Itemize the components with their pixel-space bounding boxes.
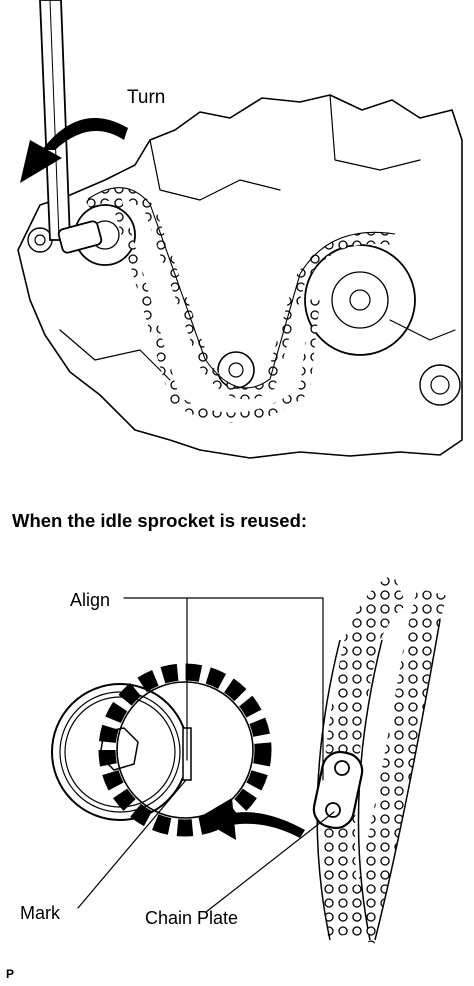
align-arrow-icon — [198, 798, 305, 840]
turn-arrow-icon — [20, 117, 128, 183]
mark-label: Mark — [20, 903, 61, 923]
wrench-icon — [39, 0, 103, 254]
idle-sprocket-illustration — [51, 663, 272, 837]
chain-illustration — [312, 574, 447, 944]
engine-illustration — [17, 94, 463, 459]
turn-label: Turn — [127, 87, 165, 108]
leader-lines — [77, 597, 335, 913]
align-label: Align — [70, 590, 110, 610]
chain-plate-label: Chain Plate — [145, 908, 238, 928]
reuse-condition-heading: When the idle sprocket is reused: — [12, 510, 307, 531]
figure-code: P — [6, 967, 14, 981]
